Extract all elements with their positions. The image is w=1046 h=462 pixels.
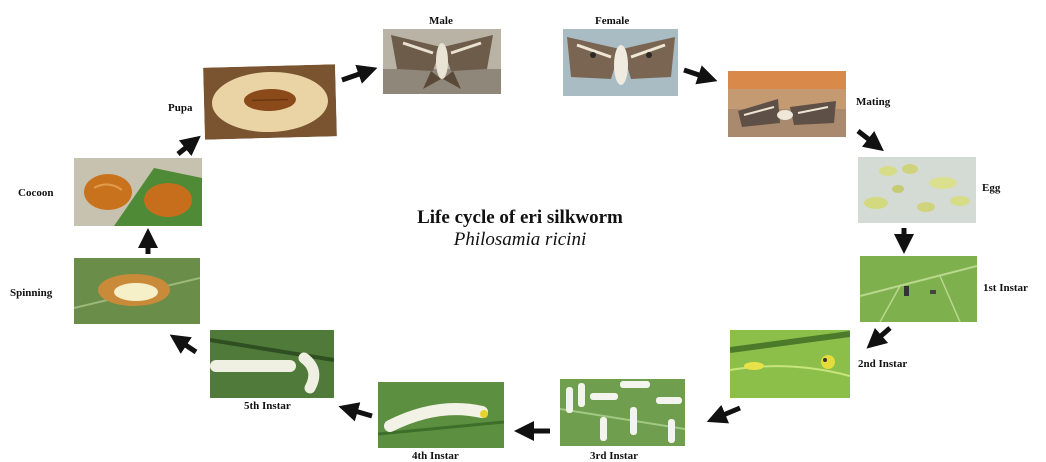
arrow-1st-to-2nd (874, 328, 890, 342)
arrow-mating-to-egg (858, 131, 876, 145)
arrow-4th-to-5th (348, 409, 372, 416)
arrow-cocoon-to-pupa (178, 142, 193, 154)
arrow-pupa-to-male (342, 71, 368, 80)
arrow-5th-to-spinning (178, 340, 196, 352)
arrow-2nd-to-3rd (716, 408, 740, 418)
arrow-female-to-mating (684, 70, 708, 78)
